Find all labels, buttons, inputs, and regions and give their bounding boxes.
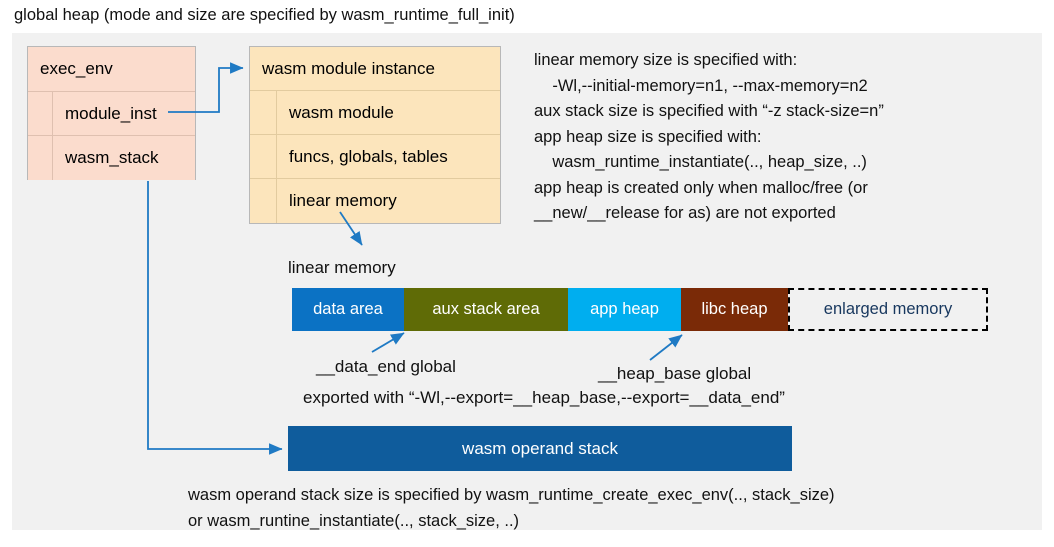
wasm-operand-stack-box: wasm operand stack <box>288 426 792 471</box>
memory-segment-libc-heap: libc heap <box>681 288 788 331</box>
memory-segment-label: aux stack area <box>432 300 540 318</box>
indent-gutter <box>28 136 53 180</box>
memory-segment-label: app heap <box>590 300 659 318</box>
operand-stack-note: wasm operand stack size is specified by … <box>188 486 835 530</box>
memory-segment-data-area: data area <box>292 288 404 331</box>
indent-gutter <box>28 92 53 135</box>
wasm-module-instance-box: wasm module instance wasm module funcs, … <box>249 46 501 224</box>
linear-memory-notes: linear memory size is specified with: -W… <box>534 51 884 222</box>
data-end-annotation: __data_end global <box>316 357 456 376</box>
memory-segment-label: libc heap <box>701 300 768 318</box>
module-instance-field-funcs-globals-tables-label: funcs, globals, tables <box>289 146 448 166</box>
memory-segment-label: data area <box>313 300 383 318</box>
indent-gutter <box>250 91 277 134</box>
exec-env-box: exec_env module_inst wasm_stack <box>27 46 196 180</box>
module-instance-field-wasm-module-label: wasm module <box>289 102 394 122</box>
exec-env-header-label: exec_env <box>40 59 113 78</box>
exec-env-field-module-inst-label: module_inst <box>65 103 157 123</box>
exec-env-field-module-inst: module_inst <box>28 92 195 136</box>
memory-segment-aux-stack-area: aux stack area <box>404 288 568 331</box>
module-instance-field-wasm-module: wasm module <box>250 91 500 135</box>
memory-segment-enlarged-memory: enlarged memory <box>788 288 988 331</box>
memory-segment-label: enlarged memory <box>823 300 953 318</box>
indent-gutter <box>250 179 277 223</box>
linear-memory-bar: data area aux stack area app heap libc heap… <box>292 288 988 331</box>
module-instance-field-linear-memory-label: linear memory <box>289 191 397 210</box>
exec-env-header: exec_env <box>28 47 195 92</box>
indent-gutter <box>250 135 277 178</box>
page-title: global heap (mode and size are specified… <box>14 6 515 24</box>
memory-segment-app-heap: app heap <box>568 288 681 331</box>
module-instance-header-label: wasm module instance <box>262 58 435 78</box>
exec-env-field-wasm-stack-label: wasm_stack <box>65 148 159 167</box>
module-instance-field-linear-memory: linear memory <box>250 179 500 223</box>
heap-base-annotation: __heap_base global <box>598 364 752 383</box>
module-instance-header: wasm module instance <box>250 47 500 91</box>
linear-memory-bar-label: linear memory <box>288 258 396 277</box>
wasm-operand-stack-label: wasm operand stack <box>462 438 618 458</box>
module-instance-field-funcs-globals-tables: funcs, globals, tables <box>250 135 500 179</box>
exec-env-field-wasm-stack: wasm_stack <box>28 136 195 180</box>
exported-with-annotation: exported with “-Wl,--export=__heap_base,… <box>303 388 785 407</box>
